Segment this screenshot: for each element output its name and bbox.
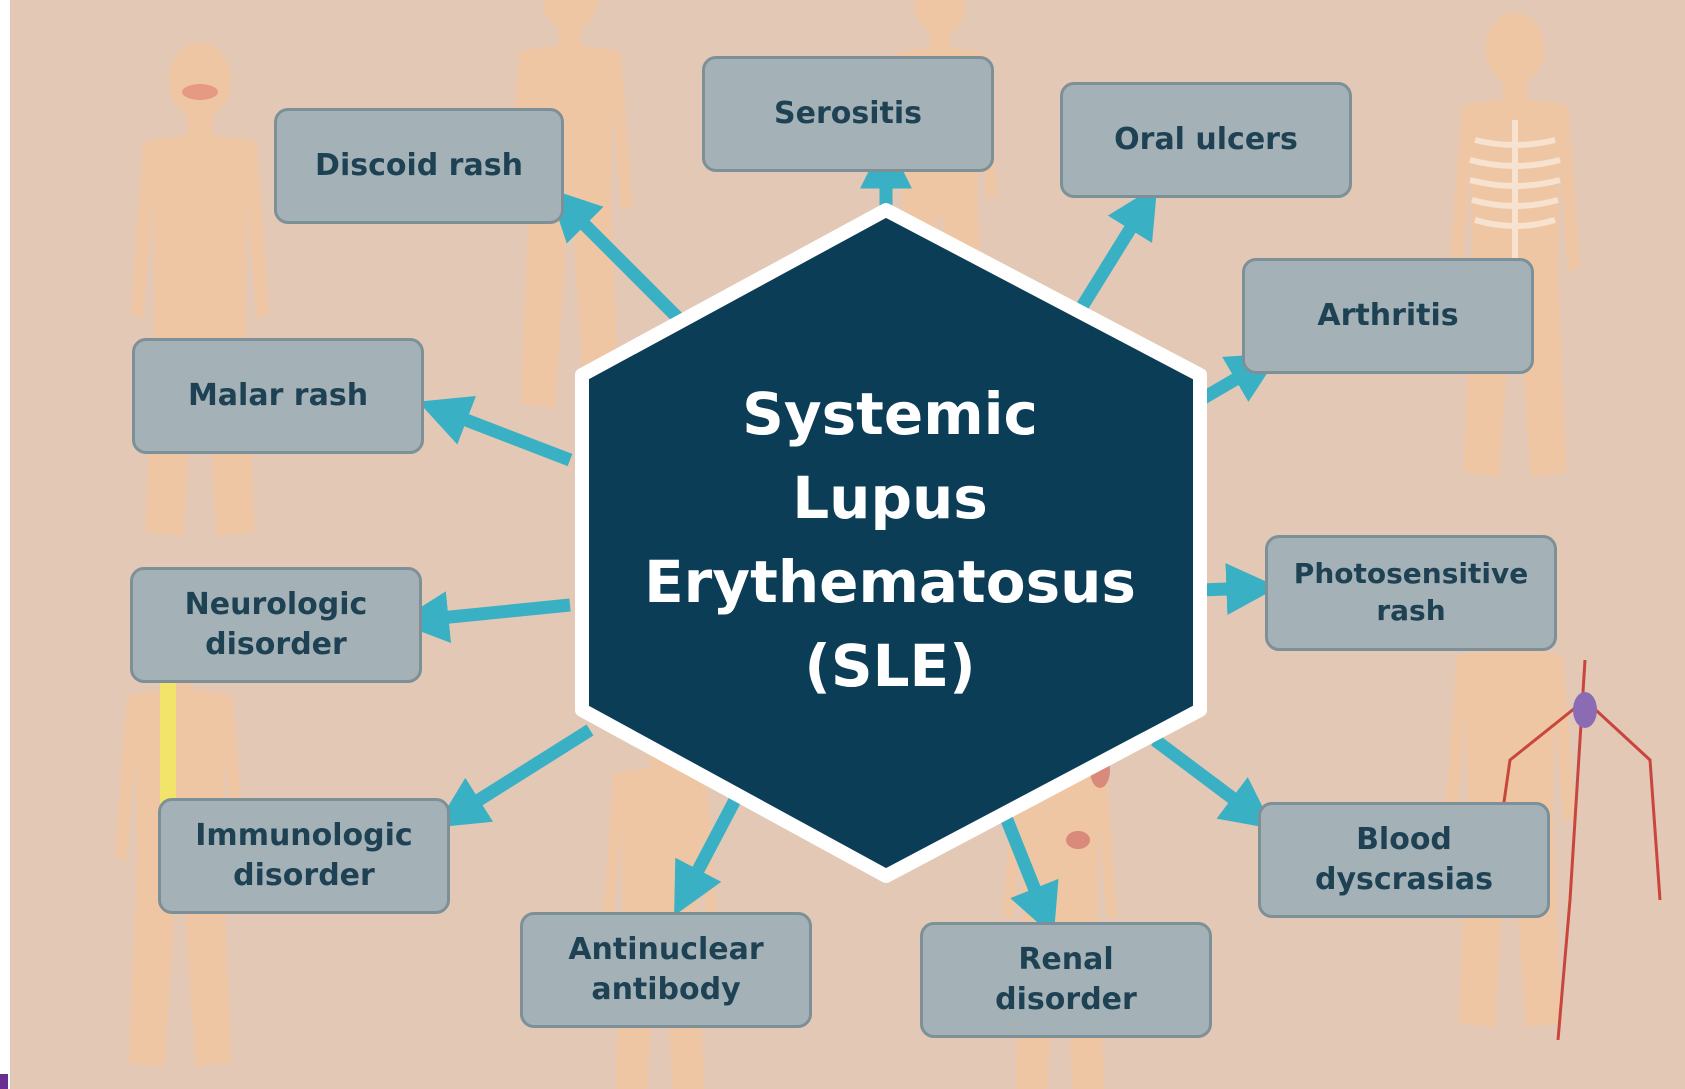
- criterion-photosensitive-rash: Photosensitive rash: [1265, 535, 1557, 651]
- sle-diagram: Systemic Lupus Erythematosus (SLE) Disco…: [10, 0, 1685, 1089]
- criterion-oral-ulcers: Oral ulcers: [1060, 82, 1352, 198]
- criterion-blood-dyscrasias: Blood dyscrasias: [1258, 802, 1550, 918]
- criterion-arthritis: Arthritis: [1242, 258, 1534, 374]
- criterion-discoid-rash: Discoid rash: [274, 108, 564, 224]
- criterion-antinuclear-antibody: Antinuclear antibody: [520, 912, 812, 1028]
- corner-mark: [0, 1074, 8, 1089]
- criterion-neurologic-disorder: Neurologic disorder: [130, 567, 422, 683]
- criterion-serositis: Serositis: [702, 56, 994, 172]
- criterion-malar-rash: Malar rash: [132, 338, 424, 454]
- criterion-immunologic-disorder: Immunologic disorder: [158, 798, 450, 914]
- criterion-renal-disorder: Renal disorder: [920, 922, 1212, 1038]
- center-title: Systemic Lupus Erythematosus (SLE): [610, 355, 1170, 725]
